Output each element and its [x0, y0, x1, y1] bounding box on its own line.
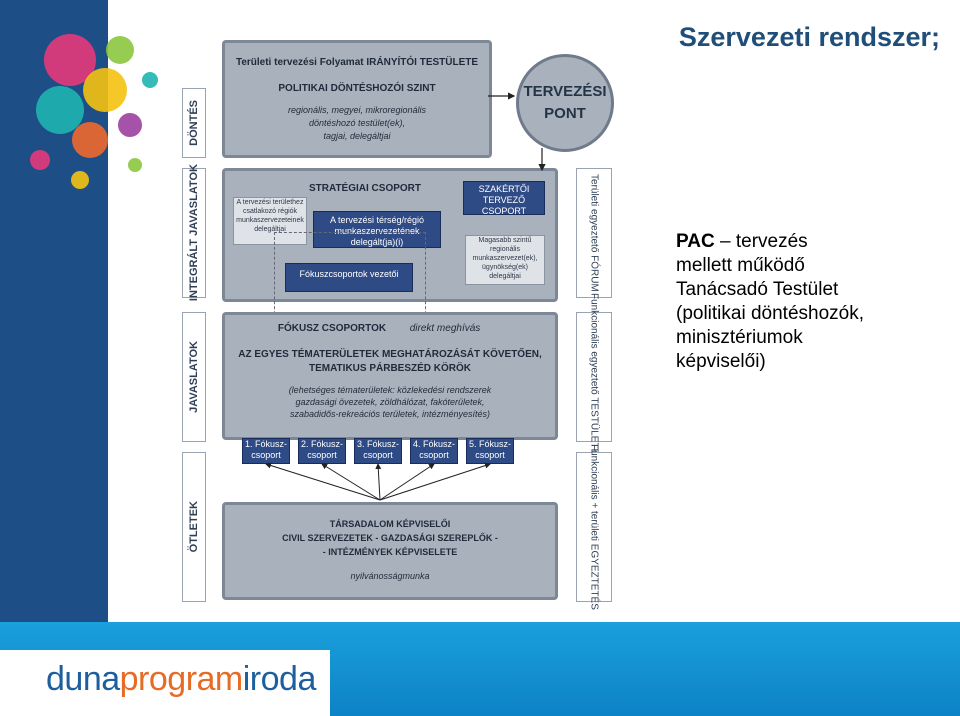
pac-line2: mellett működő	[676, 255, 805, 276]
diagram-arrows	[265, 92, 546, 501]
society-line3: - INTÉZMÉNYEK KÉPVISELETE	[322, 547, 458, 557]
focus-group-2-num: 2. Fókusz-	[300, 439, 343, 449]
planning-point-line2: PONT	[544, 105, 586, 122]
focus-group-5: 5. Fókusz-csoport	[466, 438, 514, 464]
focus-title: FÓKUSZ CSOPORTOK	[277, 323, 387, 334]
pac-line6: képviselői)	[676, 351, 766, 372]
arrow-to-group-3	[375, 463, 382, 501]
logo-part-program: program	[119, 660, 244, 698]
label-box-otletek: ÖTLETEK	[182, 452, 206, 602]
society-box: TÁRSADALOM KÉPVISELŐI CIVIL SZERVEZETEK …	[222, 502, 558, 600]
label-box-javaslatok: JAVASLATOK	[182, 312, 206, 442]
pac-line1: – tervezés	[714, 231, 808, 252]
arrow-to-group-5	[379, 462, 491, 501]
focus-group-1-num: 1. Fókusz-	[244, 439, 287, 449]
steering-text1: regionális, megyei, mikroregionális	[287, 105, 427, 115]
focus-groups-box: FÓKUSZ CSOPORTOK direkt meghívás AZ EGYE…	[222, 312, 558, 440]
label-box-integralt: INTEGRÁLT JAVASLATOK	[182, 164, 206, 302]
label-teruleti-forum: Területi egyeztető FÓRUM	[588, 174, 600, 292]
dunaprogramiroda-logo: dunaprogramiroda	[46, 660, 316, 699]
logo-background	[0, 650, 330, 716]
organization-diagram: DÖNTÉS INTEGRÁLT JAVASLATOK JAVASLATOK Ö…	[170, 20, 640, 610]
label-box-dontes: DÖNTÉS	[182, 88, 206, 158]
focus-group-1: 1. Fókusz-csoport	[242, 438, 290, 464]
society-line1: TÁRSADALOM KÉPVISELŐI	[329, 519, 451, 529]
label-box-forum: Területi egyeztető FÓRUM	[576, 168, 612, 298]
expert-planning-group: SZAKÉRTŐI TERVEZŐ CSOPORT	[463, 181, 545, 216]
logo-part-duna: duna	[46, 660, 120, 698]
neighbor-regions-delegates: A tervezési területhez csatlakozó régiók…	[233, 197, 307, 245]
focus-group-4-num: 4. Fókusz-	[412, 439, 455, 449]
focus-group-1-rest: csoport	[251, 450, 281, 460]
strategic-group-box: STRATÉGIAI CSOPORT SZAKÉRTŐI TERVEZŐ CSO…	[222, 168, 558, 302]
page-title: Szervezeti rendszer;	[678, 22, 940, 52]
pac-line5: minisztériumok	[676, 327, 803, 348]
higher-level-delegates: Magasabb szintű regionális munkaszerveze…	[465, 235, 545, 285]
focus-group-3-num: 3. Fókusz-	[356, 439, 399, 449]
label-funkcionalis-testuletek: Funkcionális egyeztető TESTÜLETEK	[588, 292, 600, 462]
strategic-title: STRATÉGIAI CSOPORT	[308, 183, 422, 194]
pac-line3: Tanácsadó Testület	[676, 279, 839, 300]
steering-text2: döntéshozó testület(ek),	[308, 118, 406, 128]
political-level: POLITIKAI DÖNTÉSHOZÓI SZINT	[278, 83, 436, 94]
region-delegates-box: A tervezési térség/régió munkaszervezeté…	[313, 211, 441, 248]
focus-group-2-rest: csoport	[307, 450, 337, 460]
logo-part-iroda: iroda	[242, 660, 317, 698]
arrow-to-group-2	[321, 463, 381, 501]
focus-group-5-rest: csoport	[475, 450, 505, 460]
decorative-splash	[30, 34, 158, 189]
themes-line1: (lehetséges tématerületek: közlekedési r…	[288, 385, 492, 395]
label-box-egyeztetes: Funkcionális + területi EGYEZTETÉS	[576, 444, 612, 610]
arrow-to-group-4	[379, 463, 435, 501]
steering-text3: tagjai, delegáltjai	[323, 131, 391, 141]
society-line2: CIVIL SZERVEZETEK - GAZDASÁGI SZEREPLŐK …	[282, 533, 498, 543]
publicity-work: nyilvánosságmunka	[350, 571, 430, 581]
pac-line4: (politikai döntéshozók,	[676, 303, 864, 324]
direct-invitation: direkt meghívás	[409, 323, 481, 334]
steering-title: Területi tervezési Folyamat IRÁNYÍTÓI TE…	[235, 57, 479, 68]
planning-point-circle: TERVEZÉSI PONT	[516, 54, 614, 152]
thematic-line1: AZ EGYES TÉMATERÜLETEK MEGHATÁROZÁSÁT KÖ…	[238, 349, 542, 360]
pac-description: PAC – tervezés mellett működő Tanácsadó …	[676, 230, 946, 374]
label-box-testuletek: Funkcionális egyeztető TESTÜLETEK	[576, 293, 612, 461]
focus-group-5-num: 5. Fókusz-	[468, 439, 511, 449]
steering-committee-box: Területi tervezési Folyamat IRÁNYÍTÓI TE…	[222, 40, 492, 158]
thematic-line2: TEMATIKUS PÁRBESZÉD KÖRÖK	[308, 363, 472, 374]
focus-group-4-rest: csoport	[419, 450, 449, 460]
label-funkcionalis-egyeztetes: Funkcionális + területi EGYEZTETÉS	[588, 444, 600, 610]
themes-line3: szabadidős-rekreációs területek, intézmé…	[289, 409, 491, 419]
themes-line2: gazdasági övezetek, zöldhálózat, fakóter…	[295, 397, 485, 407]
planning-point-line1: TERVEZÉSI	[523, 83, 607, 100]
focus-group-leaders: Fókuszcsoportok vezetői	[285, 263, 413, 292]
focus-group-3-rest: csoport	[363, 450, 393, 460]
pac-abbrev: PAC	[676, 231, 715, 252]
arrow-to-group-1	[265, 462, 381, 501]
